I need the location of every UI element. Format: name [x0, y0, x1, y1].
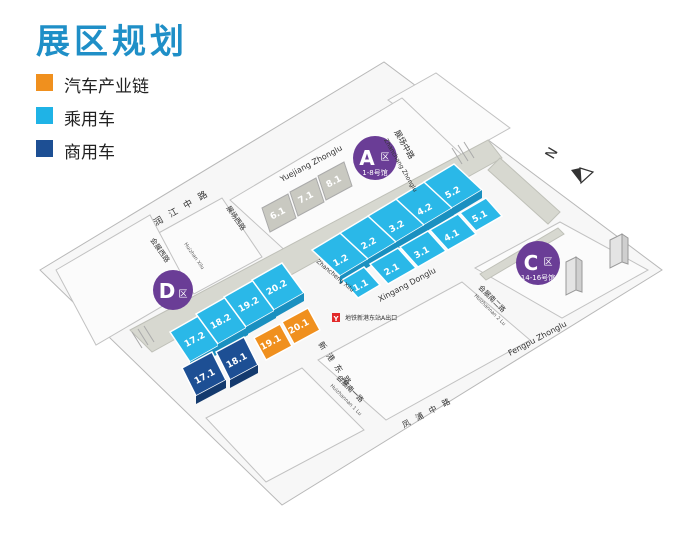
- bridge-west: [131, 325, 155, 349]
- zone-sub: 14-16号馆: [521, 273, 555, 282]
- legend-item-auto-parts: 汽车产业链: [36, 72, 236, 97]
- block-south-far: [205, 367, 365, 483]
- legend-item-passenger: 乘用车: [36, 105, 236, 130]
- compass-icon: N: [543, 145, 595, 185]
- zone-letter: C: [524, 251, 539, 275]
- metro-label: 地铁新港东站A出口: [345, 314, 397, 322]
- hall-5-2[interactable]: 5.2: [422, 163, 484, 216]
- zone-suffix: 区: [178, 289, 187, 300]
- svg-text:Y: Y: [332, 315, 339, 323]
- block-south: [317, 281, 531, 421]
- legend-swatch-orange: [36, 74, 53, 91]
- legend-item-commercial: 商用车: [36, 138, 236, 163]
- zone-suffix: 区: [380, 152, 389, 163]
- bridge-north: [451, 141, 475, 165]
- hall-7-1[interactable]: 7.1: [289, 177, 325, 217]
- metro-marker[interactable]: Y 地铁新港东站A出口: [332, 313, 397, 323]
- hall-3-1[interactable]: 3.1: [398, 230, 448, 268]
- hall-20-2[interactable]: 20.2: [250, 262, 306, 318]
- compass-n: N: [543, 145, 562, 162]
- tower-building: [609, 233, 629, 269]
- hall-20-1[interactable]: 20.1: [280, 306, 322, 346]
- hall-2-1[interactable]: 2.1: [368, 247, 418, 285]
- hall-5-1[interactable]: 5.1: [458, 197, 504, 232]
- legend-label: 汽车产业链: [64, 77, 149, 97]
- zone-letter: D: [159, 279, 176, 303]
- hall-19-1[interactable]: 19.1: [252, 322, 294, 362]
- zone-c-badge[interactable]: C 区 14-16号馆: [516, 241, 560, 285]
- hall-18-2[interactable]: 18.2: [194, 296, 250, 352]
- legend-swatch-navy: [36, 140, 53, 157]
- legend-label: 乘用车: [64, 110, 115, 130]
- hall-2-2[interactable]: 2.2: [338, 214, 400, 267]
- zone-letter: A: [359, 146, 375, 170]
- zone-d-badge[interactable]: D 区: [153, 270, 193, 310]
- hall-18-1[interactable]: 18.1: [215, 335, 259, 388]
- hall-17-1[interactable]: 17.1: [181, 350, 227, 404]
- legend-label: 商用车: [64, 143, 115, 163]
- zone-sub: 1-8号馆: [362, 168, 387, 177]
- page-title: 展区规划: [36, 22, 188, 62]
- zone-suffix: 区: [543, 257, 552, 268]
- zone-a-badge[interactable]: A 区 1-8号馆: [353, 136, 397, 180]
- c-hotel-building: [565, 256, 583, 296]
- hall-4-1[interactable]: 4.1: [428, 213, 478, 251]
- corridor-east: [487, 157, 561, 225]
- hall-1-1[interactable]: 1.1: [340, 266, 382, 299]
- hall-8-1[interactable]: 8.1: [317, 161, 353, 201]
- block-c-area: [473, 221, 650, 319]
- legend-swatch-blue: [36, 107, 53, 124]
- hall-6-1[interactable]: 6.1: [261, 193, 297, 233]
